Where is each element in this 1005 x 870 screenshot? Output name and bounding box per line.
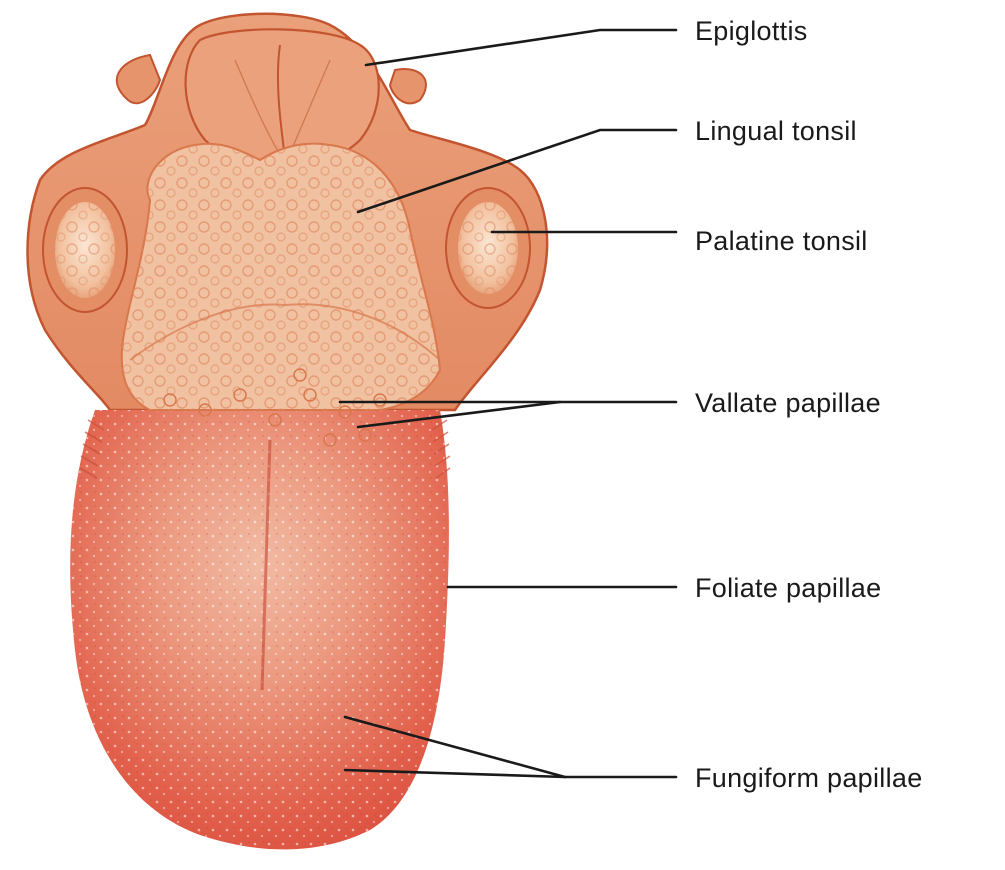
label-vallate-papillae: Vallate papillae	[695, 388, 881, 418]
label-foliate-papillae: Foliate papillae	[695, 573, 881, 603]
leader-epiglottis	[366, 30, 676, 65]
epiglottis-shape	[186, 29, 379, 161]
tongue-body	[70, 410, 450, 849]
label-lingual-tonsil: Lingual tonsil	[695, 116, 857, 146]
label-fungiform-papillae: Fungiform papillae	[695, 763, 923, 793]
palatine-tonsil-right	[446, 188, 530, 308]
palatine-tonsil-left	[43, 188, 127, 312]
label-epiglottis: Epiglottis	[695, 16, 808, 46]
labels: Epiglottis Lingual tonsil Palatine tonsi…	[695, 16, 923, 793]
lingual-tonsil	[122, 144, 440, 410]
label-palatine-tonsil: Palatine tonsil	[695, 226, 868, 256]
